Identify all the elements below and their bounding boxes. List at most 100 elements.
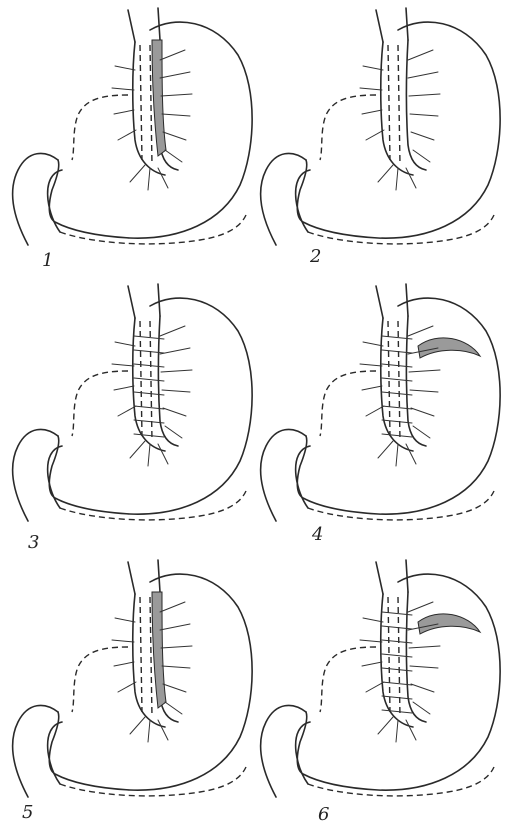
- esophagus-left: [128, 562, 135, 594]
- esophagus-right: [158, 284, 160, 316]
- shaded-fundus: [418, 614, 480, 634]
- esophagus-left: [376, 10, 383, 42]
- nerve-branch: [163, 684, 186, 692]
- shaded-strip: [152, 40, 166, 156]
- nerve-branch: [162, 666, 190, 668]
- ladder-rung: [134, 378, 164, 381]
- nerve-branch: [114, 386, 134, 390]
- vessel-dashed-2: [398, 45, 400, 165]
- nerve-branch: [160, 624, 190, 630]
- nerve-branch: [366, 130, 384, 140]
- esophagus-right: [406, 284, 408, 316]
- panel-4: 4: [254, 276, 509, 552]
- nerve-branch: [115, 66, 135, 70]
- posterior-dashed-line: [72, 371, 128, 436]
- posterior-dashed-line: [72, 647, 128, 712]
- esophagus-right: [158, 560, 160, 592]
- esophagus-left: [128, 286, 135, 318]
- duodenum-line: [261, 705, 306, 797]
- nerve-branch: [130, 717, 145, 734]
- nerve-branch: [115, 342, 135, 346]
- nerve-branch: [165, 702, 182, 714]
- nerve-branch: [378, 165, 393, 182]
- panel-label-1: 1: [42, 252, 53, 270]
- greater-curvature-line: [49, 298, 252, 514]
- nerve-branch: [160, 602, 185, 612]
- nerve-branch: [410, 390, 438, 392]
- ladder-rung: [382, 364, 412, 367]
- stomach-drawing-6: [254, 552, 509, 829]
- nerve-branch: [161, 646, 192, 648]
- panel-2: 2: [254, 0, 509, 276]
- vessel-dashed-1: [140, 597, 142, 712]
- panel-5: 5: [0, 552, 254, 829]
- ladder-rung: [134, 364, 164, 367]
- nerve-branch: [413, 150, 430, 162]
- nerve-branch: [158, 444, 168, 464]
- nerve-branch: [408, 326, 433, 336]
- posterior-dashed-line: [72, 95, 128, 160]
- nerve-branch: [148, 444, 150, 466]
- nerve-branch: [410, 114, 438, 116]
- shaded-strip: [152, 592, 166, 708]
- posterior-dashed-line: [320, 647, 376, 712]
- nerve-branch: [413, 702, 430, 714]
- ladder-rung: [134, 350, 164, 353]
- panel-label-5: 5: [22, 804, 33, 822]
- nerve-branch: [148, 720, 150, 742]
- greater-curvature-dashed-line: [60, 215, 246, 244]
- nerve-branch: [360, 640, 382, 642]
- nerve-branch: [112, 640, 134, 642]
- nerve-branch: [118, 130, 136, 140]
- nerve-branch: [161, 370, 192, 372]
- ladder-rung: [134, 434, 164, 437]
- esophagus-right: [158, 8, 160, 40]
- nerve-branch: [160, 72, 190, 78]
- nerve-branch: [406, 720, 416, 740]
- stomach-drawing-2: [254, 0, 509, 276]
- nerve-branch: [396, 168, 398, 190]
- nerve-branch: [411, 408, 434, 416]
- ladder-rung: [382, 710, 412, 713]
- nerve-branch: [160, 326, 185, 336]
- nerve-branch: [363, 66, 383, 70]
- greater-curvature-line: [49, 22, 252, 238]
- nerve-branch: [148, 168, 150, 190]
- nerve-branch: [363, 342, 383, 346]
- nerve-branch: [378, 441, 393, 458]
- greater-curvature-line: [297, 574, 500, 790]
- nerve-branch: [411, 132, 434, 140]
- nerve-branch: [130, 441, 145, 458]
- nerve-branch: [413, 426, 430, 438]
- nerve-branch: [366, 406, 384, 416]
- nerve-branch: [360, 364, 382, 366]
- nerve-branch: [410, 666, 438, 668]
- panel-6: 6: [254, 552, 509, 829]
- nerve-branch: [360, 88, 382, 90]
- vessel-dashed-2: [150, 45, 152, 165]
- nerve-branch: [163, 408, 186, 416]
- ladder-rung: [382, 350, 412, 353]
- nerve-branch: [162, 390, 190, 392]
- esophagus-right: [406, 8, 408, 40]
- esophagus-left: [128, 10, 135, 42]
- vessel-dashed-2: [150, 597, 152, 717]
- greater-curvature-dashed-line: [60, 767, 246, 796]
- nerve-branch: [112, 88, 134, 90]
- lesser-curvature-line: [381, 42, 413, 175]
- stomach-drawing-4: [254, 276, 509, 552]
- nerve-branch: [411, 684, 434, 692]
- stomach-group: [261, 284, 501, 521]
- nerve-branch: [165, 426, 182, 438]
- stomach-group: [13, 560, 253, 797]
- stomach-group: [261, 560, 501, 797]
- nerve-branch: [362, 110, 382, 114]
- nerve-branch: [408, 50, 433, 60]
- stomach-drawing-3: [0, 276, 254, 552]
- vessel-dashed-2: [398, 321, 400, 441]
- posterior-dashed-line: [320, 371, 376, 436]
- nerve-branch: [406, 168, 416, 188]
- nerve-branch: [165, 150, 182, 162]
- greater-curvature-line: [49, 574, 252, 790]
- ladder-rung: [382, 378, 412, 381]
